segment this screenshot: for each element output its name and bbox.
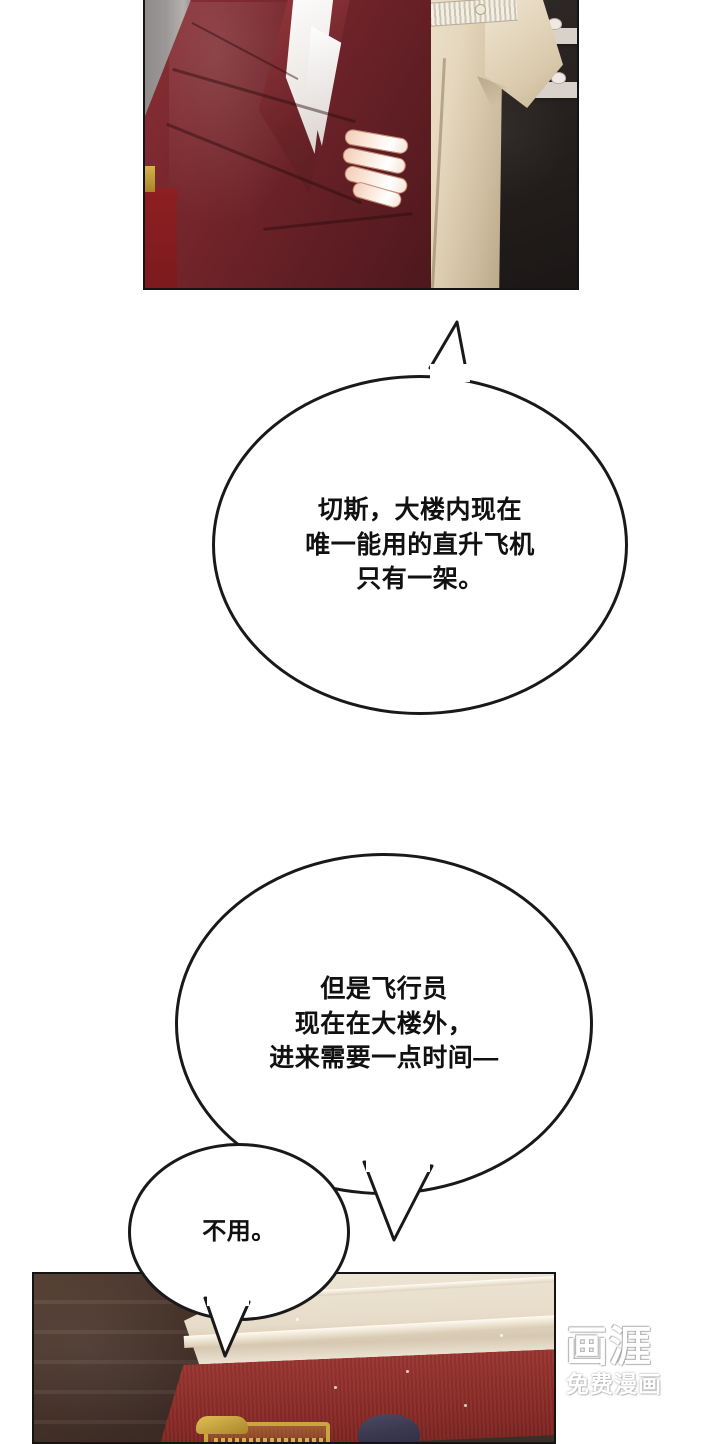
speech-bubble-3-tail — [203, 1290, 251, 1358]
gold-railing — [196, 1416, 330, 1442]
speech-bubble-1[interactable]: 切斯，大楼内现在 唯一能用的直升飞机 只有一架。 — [212, 375, 628, 715]
site-watermark: 画涯 免费漫画 — [566, 1326, 706, 1396]
speech-bubble-1-tail — [428, 320, 470, 382]
speech-bubble-2-tail — [362, 1150, 434, 1242]
watermark-logo-text: 画涯 — [566, 1323, 653, 1370]
sparkle — [500, 1334, 503, 1337]
gold-trim — [145, 166, 155, 192]
sparkle — [334, 1386, 337, 1389]
crossed-arms-hand — [341, 126, 437, 210]
comic-panel-top — [143, 0, 579, 290]
sparkle — [296, 1318, 299, 1321]
sparkle — [406, 1370, 409, 1373]
speech-bubble-2-text: 但是飞行员 现在在大楼外， 进来需要一点时间— — [269, 975, 499, 1073]
button-icon — [475, 4, 486, 15]
speech-bubble-3-text: 不用。 — [202, 1218, 276, 1246]
speech-bubble-2[interactable]: 但是飞行员 现在在大楼外， 进来需要一点时间— — [175, 853, 593, 1195]
speech-bubble-1-text: 切斯，大楼内现在 唯一能用的直升飞机 只有一架。 — [305, 496, 535, 594]
sparkle — [464, 1404, 467, 1407]
watermark-tagline: 免费漫画 — [566, 1371, 662, 1397]
character-hair — [358, 1414, 420, 1442]
red-floor-strip — [145, 188, 177, 288]
